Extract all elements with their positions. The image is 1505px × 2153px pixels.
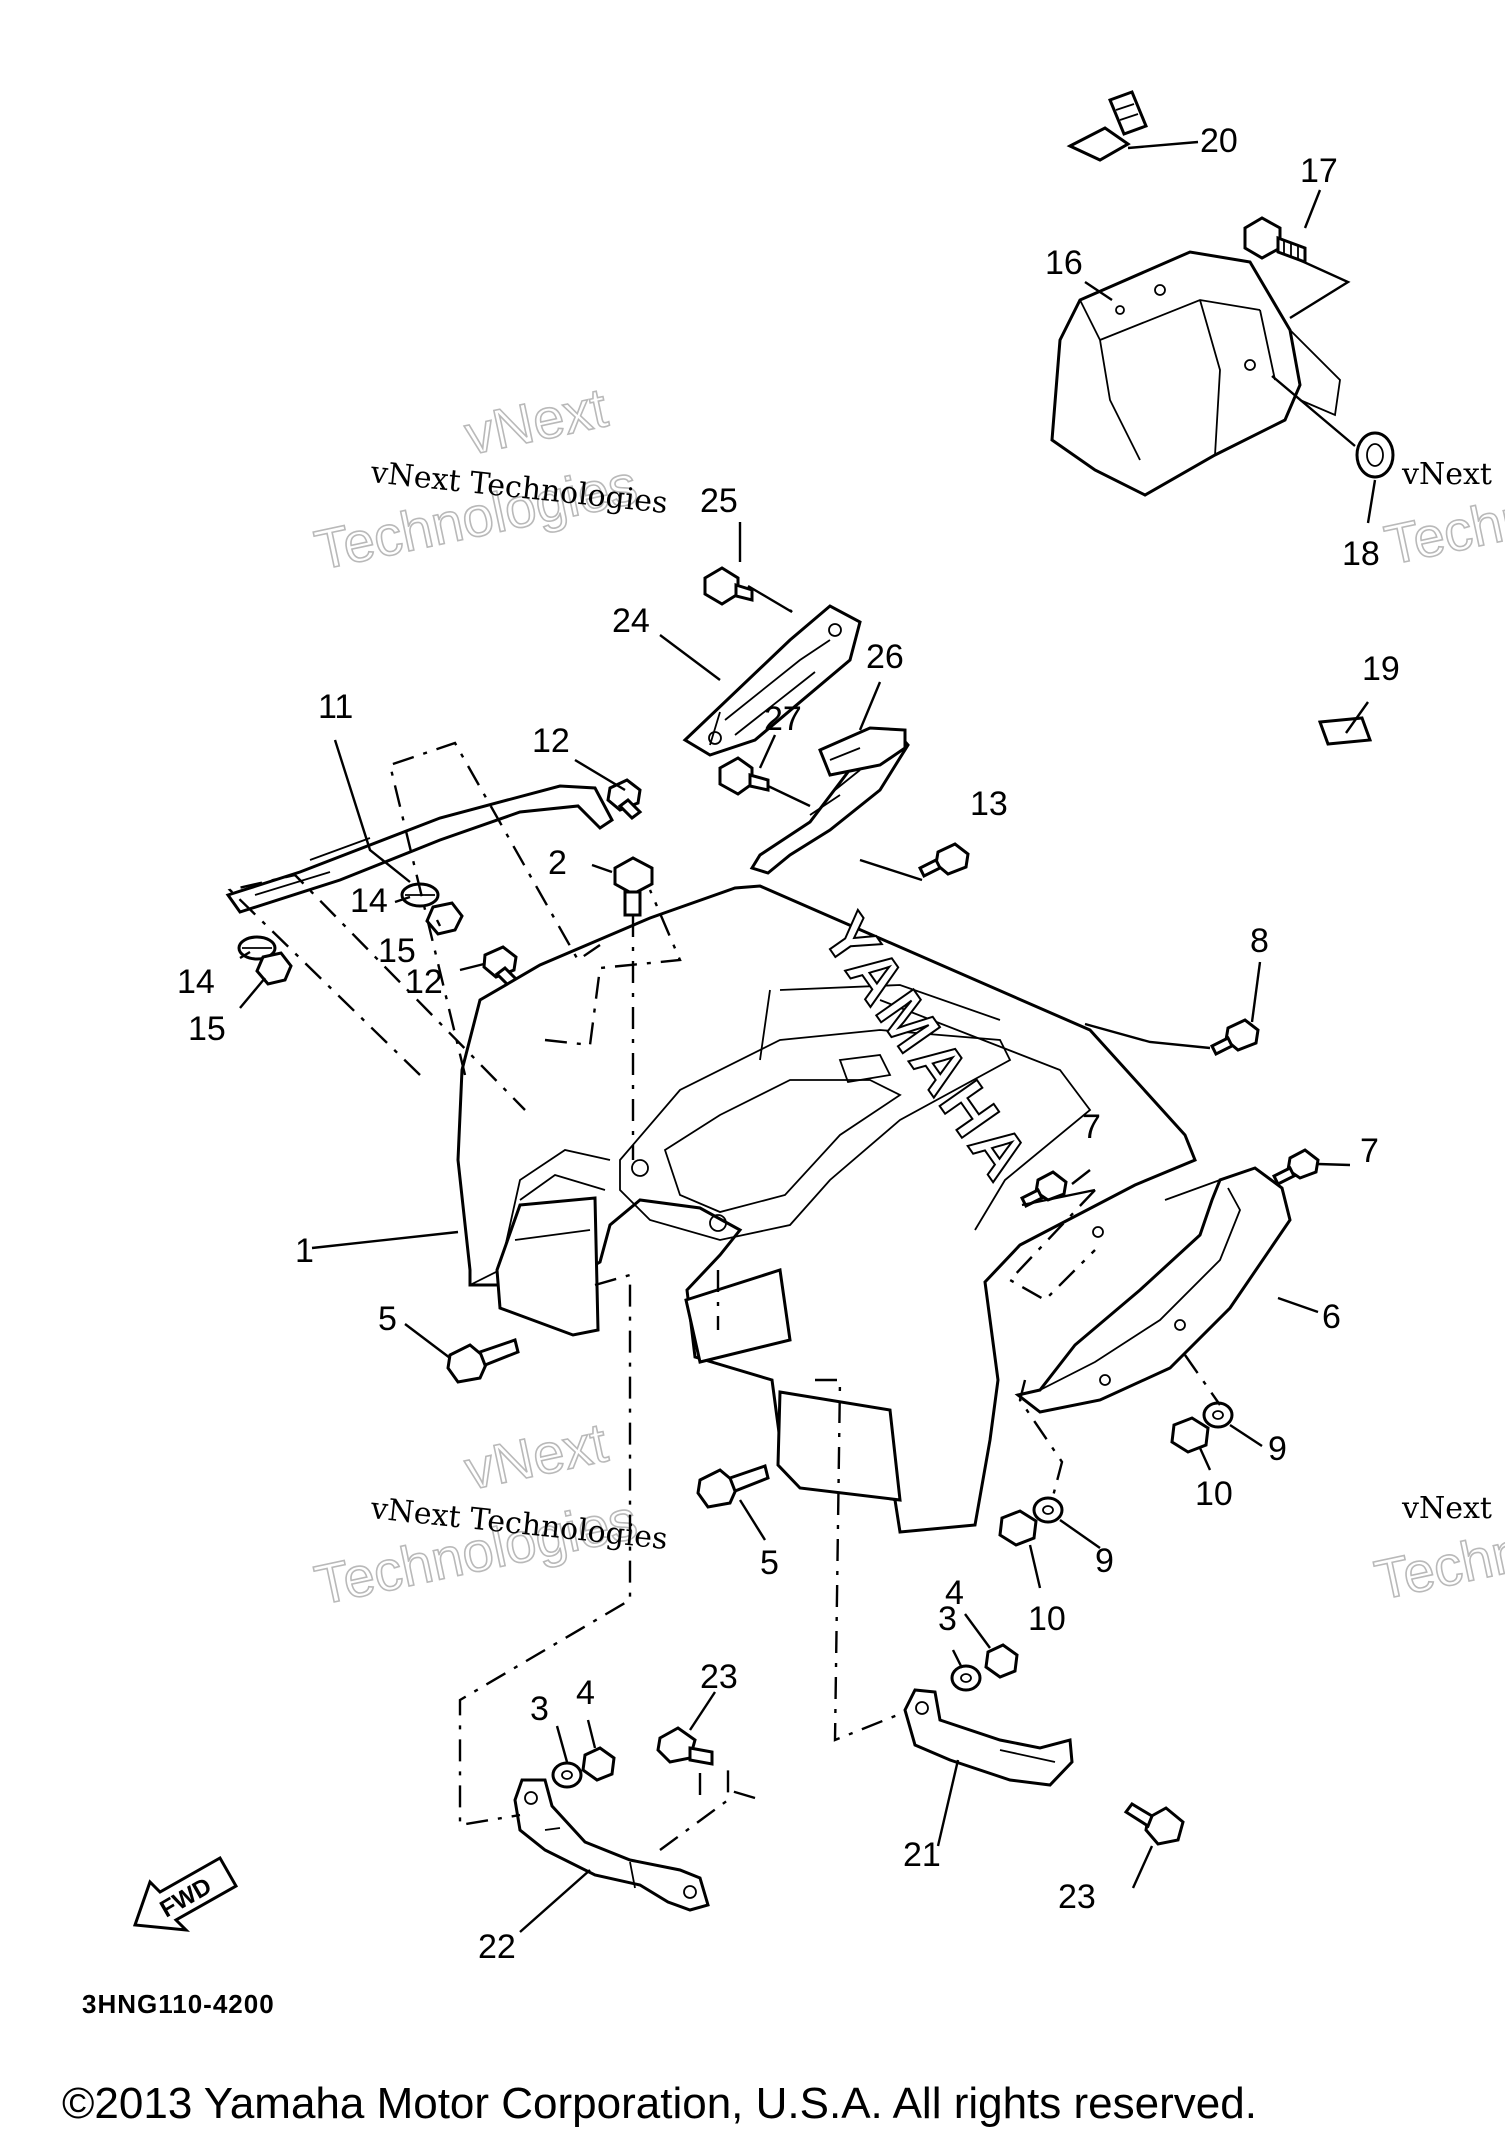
callout-27: 27 [764,700,802,738]
watermark-big-cut: Techn [1379,484,1505,577]
callout-4b: 4 [945,1574,964,1612]
part-6-guard [1014,1166,1292,1414]
callout-12b: 12 [405,963,443,1001]
part-8-screw [1209,1018,1260,1057]
part-7-screw-a [1271,1148,1320,1187]
callout-16: 16 [1045,244,1083,282]
part-12-screw-a [606,778,643,820]
callout-3b: 3 [938,1600,957,1638]
part-9-washer-a [1202,1401,1234,1429]
part-4-nut-a [581,1746,616,1782]
callout-10a: 10 [1195,1475,1233,1513]
part-23-bolt-a [656,1726,714,1766]
callout-25: 25 [700,482,738,520]
watermark-top-right: vNext Techn [1379,457,1505,578]
callout-15a: 15 [378,932,416,970]
part-18-grommet [1355,431,1395,479]
part-5-bolt-b [696,1464,770,1509]
part-14-washer-a [237,935,277,961]
watermark-big-cut: Techn [1369,1519,1505,1612]
part-10-nut-b [998,1509,1038,1547]
callout-5a: 5 [378,1300,397,1338]
part-27-screw [718,756,770,796]
part-16-cover [1050,250,1341,497]
watermark-mid-right: vNext Techn [1369,1491,1505,1613]
callout-6: 6 [1322,1298,1341,1336]
leader-lines [239,140,1377,1933]
callout-2: 2 [548,844,567,882]
callout-9b: 9 [1095,1542,1114,1580]
part-20-clip [1066,90,1148,162]
part-2-bolt [613,856,654,917]
callout-10b: 10 [1028,1600,1066,1638]
part-4-nut-b [984,1643,1019,1679]
watermark-big-line1: vNext [459,1410,613,1501]
callout-11: 11 [318,688,353,726]
watermark-mid-left: vNext Technologies vNext Technologies [309,1409,670,1617]
callout-22: 22 [478,1928,516,1966]
callout-26: 26 [866,638,904,676]
part-15-nut-a [255,951,293,986]
part-3-washer-b [950,1664,982,1692]
callout-7b: 7 [1360,1132,1379,1170]
part-7-screw-b [1019,1170,1068,1209]
callout-24: 24 [612,602,650,640]
watermark-small-cut: vNext [1401,1491,1492,1526]
part-24-plate [682,604,862,757]
watermark-top-left: vNext Technologies vNext Technologies [309,374,670,582]
callout-7a: 7 [1082,1108,1101,1146]
assembly-lines [227,741,1221,1851]
fwd-arrow-icon: FWD [132,1855,239,1932]
part-13-screw [917,842,970,879]
callout-14a: 14 [350,882,388,920]
part-17-bolt [1243,216,1307,265]
part-26-bracket [749,726,910,875]
callout-8: 8 [1250,922,1269,960]
part-23-bolt-b [1123,1802,1185,1846]
part-9-washer-b [1032,1496,1064,1524]
part-3-washer-a [551,1761,583,1789]
part-19-pad [1317,716,1373,746]
part-15-nut-b [425,901,464,936]
callout-4a: 4 [576,1674,595,1712]
part-11-rail [225,784,614,914]
watermark-big-line1: vNext [459,375,613,466]
copyright-notice: ©2013 Yamaha Motor Corporation, U.S.A. A… [62,2079,1257,2128]
callout-18: 18 [1342,535,1380,573]
diagram-code: 3HNG110-4200 [82,1989,275,2019]
callout-21: 21 [903,1836,941,1874]
part-25-screw [703,566,754,606]
callout-5b: 5 [760,1544,779,1582]
callout-1: 1 [295,1232,314,1270]
part-22-stay [513,1778,710,1912]
part-10-nut-a [1170,1416,1210,1454]
watermark-small-cut: vNext [1401,457,1492,492]
callout-19: 19 [1362,650,1400,688]
callout-17: 17 [1300,152,1338,190]
callout-15b: 15 [188,1010,226,1048]
part-21-stay [903,1688,1074,1787]
part-5-bolt-a [446,1338,520,1384]
callout-23a: 23 [700,1658,738,1696]
callout-14b: 14 [177,963,215,1001]
callout-3a: 3 [530,1690,549,1728]
callout-20: 20 [1200,122,1238,160]
callout-labels: 20 17 16 18 19 25 24 26 27 11 12 13 2 14… [177,122,1400,1966]
callout-12a: 12 [532,722,570,760]
callout-9a: 9 [1268,1430,1287,1468]
callout-23b: 23 [1058,1878,1096,1916]
callout-13: 13 [970,785,1008,823]
